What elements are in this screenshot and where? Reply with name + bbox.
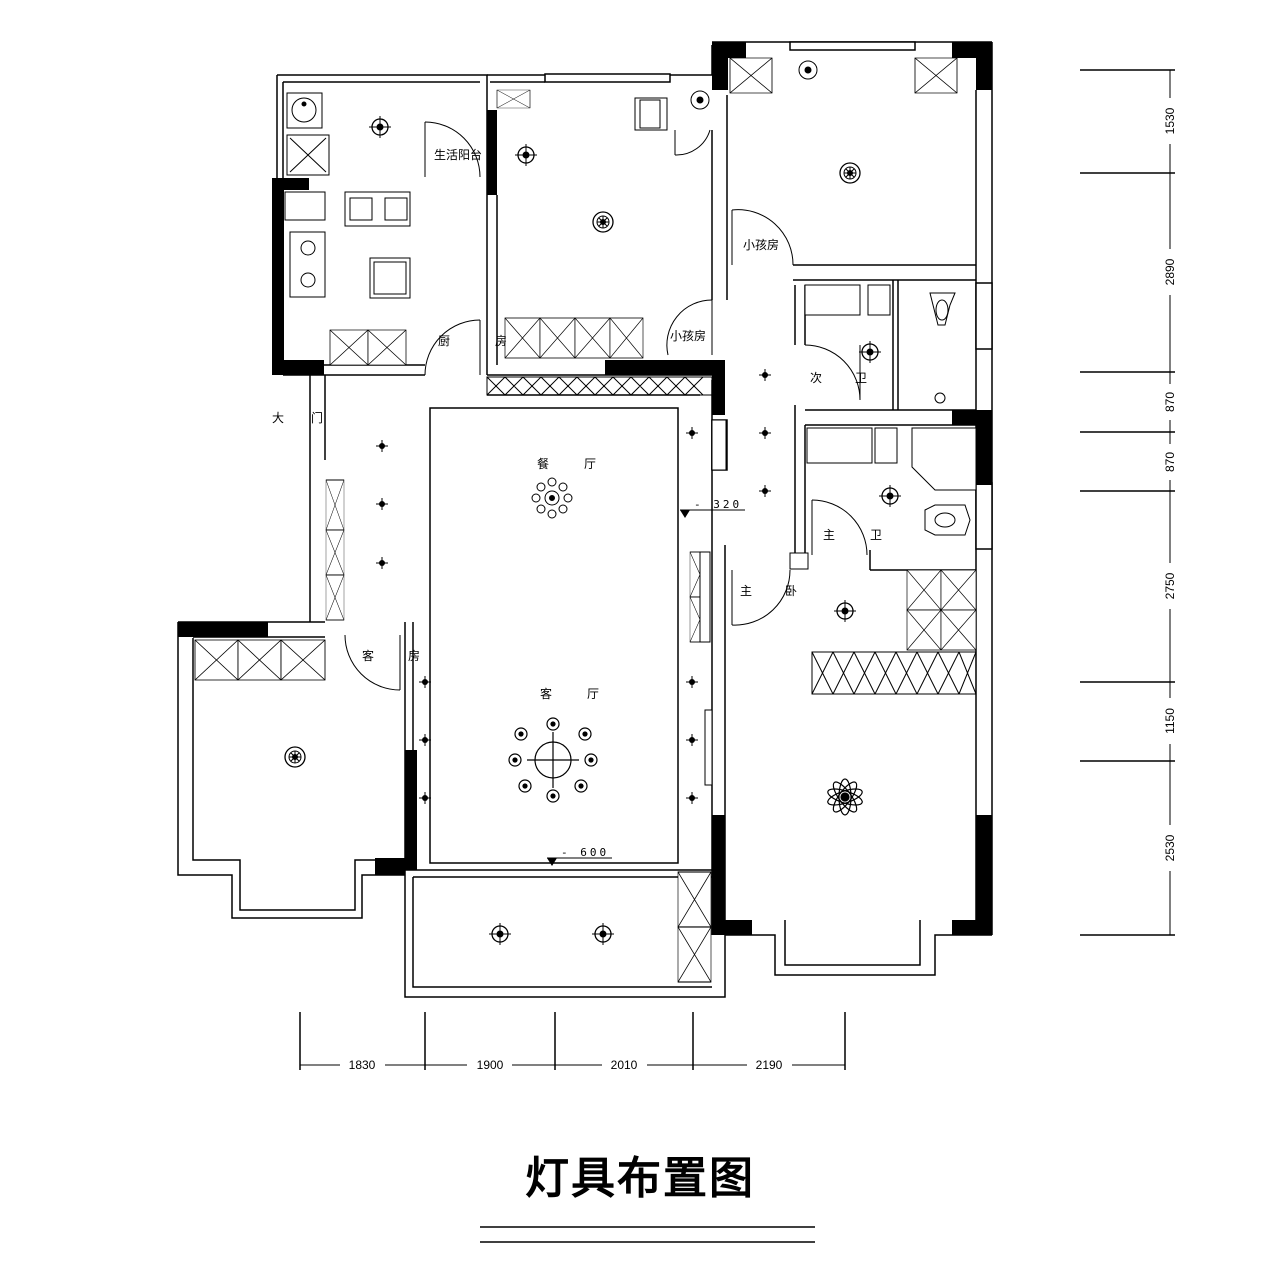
spotlight-icon [878, 484, 902, 508]
fixtures [284, 60, 977, 786]
level-mark-living: - 600 [547, 846, 612, 866]
downlight-icon [685, 791, 699, 805]
title-underline [480, 1226, 815, 1243]
room-label-living-1: 客 [540, 686, 552, 701]
floor-plan: - 320 - 600 生活阳台 厨 房 小孩房 小孩房 次 卫 大 门 餐 厅… [177, 41, 1178, 1072]
level-mark-living-text: - 600 [561, 846, 609, 859]
downlight-icon [758, 426, 772, 440]
room-label-master-bed-1: 主 [740, 584, 752, 598]
spotlight-icon [591, 922, 615, 946]
downlight-icon [758, 484, 772, 498]
doors [344, 121, 868, 691]
downlight-icon [418, 675, 432, 689]
room-label-master-bath-1: 主 [823, 528, 835, 542]
room-label-second-bath-2: 卫 [855, 371, 867, 385]
dimension-bottom-4: 2190 [756, 1058, 783, 1072]
downlight-icon [685, 733, 699, 747]
downlight-icon [375, 439, 389, 453]
room-label-dining-2: 厅 [584, 457, 596, 471]
ceiling-lamp-icon [839, 162, 861, 184]
dimension-bottom-2: 1900 [477, 1058, 504, 1072]
spotlight-icon [833, 599, 857, 623]
room-labels: 生活阳台 厨 房 小孩房 小孩房 次 卫 大 门 餐 厅 客 房 客 厅 主 卫… [272, 147, 882, 701]
downlight-icon [758, 368, 772, 382]
room-label-second-bath-1: 次 [810, 371, 822, 385]
ceiling-lamp-icon [284, 746, 306, 768]
dimension-bottom-3: 2010 [611, 1058, 638, 1072]
wall-columns [178, 42, 992, 935]
room-label-kitchen-2: 房 [495, 333, 507, 348]
spotlight-icon [488, 922, 512, 946]
downlight-icon [375, 497, 389, 511]
room-label-master-bath-2: 卫 [870, 528, 882, 542]
downlight-icon [418, 733, 432, 747]
room-label-kitchen-1: 厨 [438, 334, 450, 348]
downlight-icon [685, 675, 699, 689]
ceiling-lamp-icon [592, 211, 614, 233]
dimension-chain-right: 1530 2890 870 870 2750 1150 2530 [1080, 69, 1178, 936]
downlight-icon [685, 426, 699, 440]
level-mark-dining: - 320 [680, 498, 745, 518]
room-label-dining-1: 餐 [537, 456, 549, 471]
dimension-chain-bottom: 1830 1900 2010 2190 [299, 1012, 846, 1072]
spotlight-icon [368, 115, 392, 139]
dining-chandelier-icon [531, 477, 573, 519]
dimension-right-1: 1530 [1163, 107, 1177, 134]
room-label-service-balcony: 生活阳台 [434, 147, 482, 162]
drawing-title: 灯具布置图 [525, 1153, 755, 1204]
dimension-bottom-1: 1830 [349, 1058, 376, 1072]
room-label-child-room-door: 小孩房 [670, 328, 706, 343]
room-label-child-room: 小孩房 [743, 237, 779, 252]
room-label-master-bed-2: 卧 [785, 584, 797, 598]
room-label-living-2: 厅 [587, 687, 599, 701]
ceiling-lamps [284, 162, 861, 768]
dimension-right-4: 870 [1163, 452, 1177, 472]
room-label-guest-2: 房 [408, 648, 420, 663]
spotlight-icon [514, 143, 538, 167]
spotlight-icon [858, 340, 882, 364]
level-mark-dining-text: - 320 [694, 498, 742, 511]
dimension-right-6: 1150 [1163, 708, 1177, 734]
room-label-entrance-1: 大 [272, 411, 284, 425]
dimension-right-2: 2890 [1163, 258, 1177, 285]
dimension-right-5: 2750 [1163, 572, 1177, 599]
wardrobe-strip [486, 376, 977, 695]
room-label-entrance-2: 门 [311, 410, 323, 425]
dimension-right-7: 2530 [1163, 834, 1177, 861]
spotlights [368, 115, 902, 946]
room-label-guest-1: 客 [362, 648, 374, 663]
downlight-icon [375, 556, 389, 570]
flower-lamp-icon [827, 778, 863, 816]
downlight-icon [418, 791, 432, 805]
living-chandelier-icon [508, 717, 598, 803]
dimension-right-3: 870 [1163, 392, 1177, 412]
